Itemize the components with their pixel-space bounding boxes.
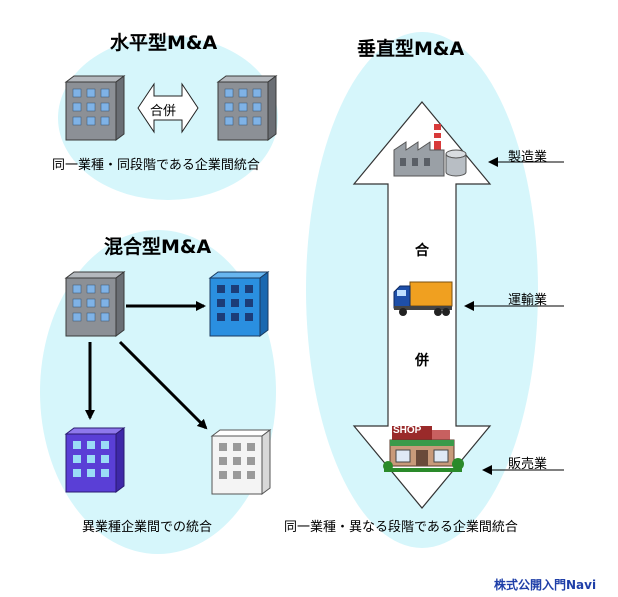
shop-sign: SHOP	[393, 425, 422, 436]
credit-label: 株式公開入門Navi	[494, 578, 597, 592]
building-icon-gray-source	[64, 271, 126, 337]
conglomerate-caption: 異業種企業間での統合	[82, 520, 213, 535]
arrow-to-white	[118, 340, 208, 430]
building-icon-gray-left	[64, 75, 126, 141]
vertical-merge-bottom: 併	[415, 353, 429, 369]
stage-label-manufacturing: 製造業	[508, 150, 548, 165]
horizontal-caption: 同一業種・同段階である企業間統合	[52, 158, 260, 173]
stage-label-retail: 販売業	[508, 457, 548, 472]
building-icon-blue	[208, 271, 270, 337]
truck-icon	[393, 281, 453, 316]
factory-icon	[393, 124, 467, 177]
vertical-title: 垂直型M&A	[357, 38, 465, 60]
vertical-merge-top: 合	[415, 243, 429, 259]
shop-icon	[383, 426, 464, 472]
building-icon-white	[210, 429, 272, 495]
building-icon-purple	[64, 427, 126, 493]
building-icon-gray-right	[216, 75, 278, 141]
merge-double-arrow	[137, 82, 199, 134]
merge-label: 合併	[150, 104, 177, 119]
horizontal-title: 水平型M&A	[110, 32, 218, 54]
stage-label-transport: 運輸業	[508, 293, 548, 308]
vertical-caption: 同一業種・異なる段階である企業間統合	[284, 520, 518, 535]
conglomerate-title: 混合型M&A	[104, 236, 212, 258]
